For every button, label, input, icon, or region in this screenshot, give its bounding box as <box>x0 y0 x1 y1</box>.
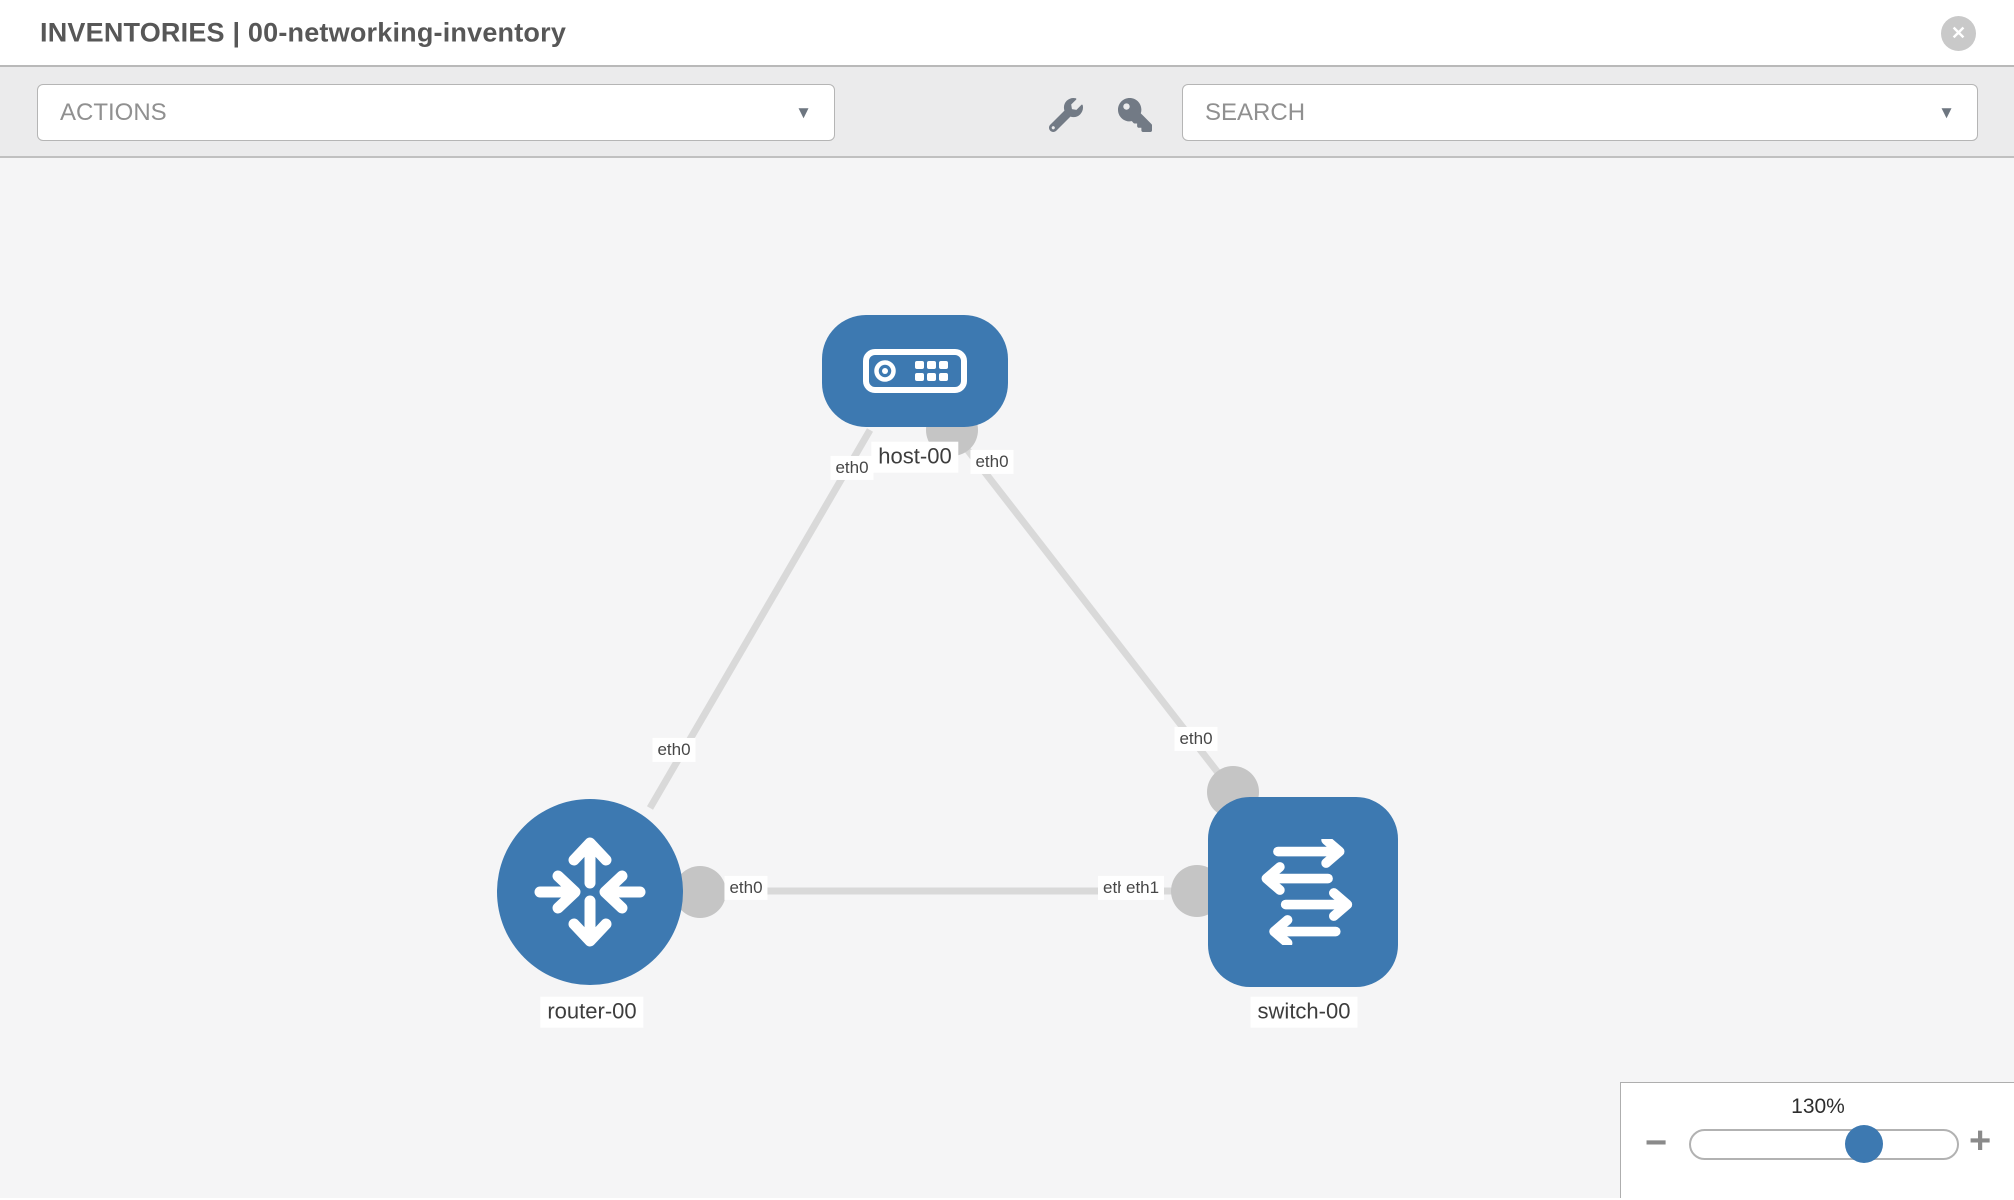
node-switch-00[interactable] <box>1208 797 1398 987</box>
caret-down-icon: ▼ <box>1938 102 1955 122</box>
toolbar: ACTIONS ▼ SEARCH ▼ <box>0 67 2014 158</box>
zoom-in-button[interactable]: + <box>1969 1120 1992 1162</box>
node-router-00[interactable] <box>497 799 683 985</box>
port-label-host-left: eth0 <box>830 455 874 481</box>
wrench-icon <box>1048 98 1083 133</box>
zoom-level-label: 130% <box>1791 1095 1845 1118</box>
port-label-host-right: eth0 <box>970 449 1014 475</box>
node-label-host: host-00 <box>871 441 959 473</box>
wrench-button[interactable] <box>1048 98 1083 133</box>
port-label-switch-eth1: eth1 <box>1121 875 1165 901</box>
search-placeholder: SEARCH <box>1205 98 1306 126</box>
zoom-out-button[interactable]: − <box>1645 1122 1668 1164</box>
port-label-router-eth0: eth0 <box>724 875 768 901</box>
node-label-switch: switch-00 <box>1250 996 1358 1028</box>
close-button[interactable]: ✕ <box>1941 16 1976 51</box>
key-button[interactable] <box>1118 98 1152 132</box>
port-circle-router-right[interactable] <box>674 866 726 918</box>
page-title: INVENTORIES | 00-networking-inventory <box>40 17 567 47</box>
switch-arrows-icon <box>1261 839 1353 945</box>
host-device-icon <box>863 349 967 393</box>
modal-header: INVENTORIES | 00-networking-inventory ✕ <box>0 0 2014 67</box>
zoom-panel: 130% − + <box>1620 1082 2014 1198</box>
search-dropdown[interactable]: SEARCH ▼ <box>1182 84 1978 141</box>
actions-dropdown-label: ACTIONS <box>60 98 167 126</box>
caret-down-icon: ▼ <box>795 102 812 122</box>
topology-canvas[interactable]: host-00 eth0 eth0 eth0 eth0 eth0 eth0 et… <box>0 158 2014 1198</box>
close-icon: ✕ <box>1950 23 1967 43</box>
node-host-00[interactable] <box>822 315 1008 427</box>
zoom-slider-handle[interactable] <box>1845 1125 1883 1163</box>
links-layer <box>646 404 1259 918</box>
key-icon <box>1118 98 1152 132</box>
zoom-slider[interactable] <box>1689 1129 1959 1160</box>
actions-dropdown[interactable]: ACTIONS ▼ <box>37 84 835 141</box>
port-label-host-router-link: eth0 <box>652 737 696 763</box>
port-label-host-switch-link: eth0 <box>1174 726 1218 752</box>
node-label-router: router-00 <box>540 996 644 1028</box>
router-arrows-icon <box>534 837 646 947</box>
